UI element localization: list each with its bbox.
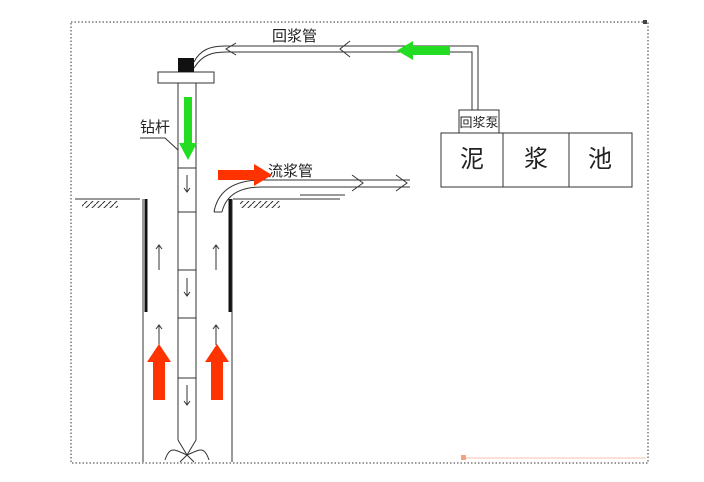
ground-left xyxy=(75,198,140,208)
green-arrow-down xyxy=(179,97,197,160)
mud-pool-char-1: 泥 xyxy=(460,145,484,173)
return-pump: 回浆泵 xyxy=(458,109,500,134)
mud-pool-char-2: 浆 xyxy=(524,145,548,173)
drill-bit xyxy=(164,449,210,463)
red-arrow-outflow xyxy=(218,164,272,186)
frame-border xyxy=(70,21,649,464)
mud-pool-char-3: 池 xyxy=(588,145,612,173)
orange-marker xyxy=(461,455,466,460)
corner-marker xyxy=(643,20,647,24)
drill-rod xyxy=(157,58,215,463)
annulus-flow-arrows xyxy=(155,244,220,345)
ground-right xyxy=(233,198,340,208)
drill-rod-leader xyxy=(140,137,179,151)
return-pump-label: 回浆泵 xyxy=(459,116,498,131)
red-arrow-up-right xyxy=(205,344,229,400)
swivel-head xyxy=(178,58,194,72)
return-pipe xyxy=(193,40,479,110)
outflow-pipe-label: 流浆管 xyxy=(268,162,313,180)
rod-flow-arrows xyxy=(183,175,191,406)
return-pipe-label: 回浆管 xyxy=(272,27,317,45)
mud-pool: 泥 浆 池 xyxy=(440,132,633,188)
borehole xyxy=(142,199,233,462)
green-arrow-return xyxy=(397,41,450,60)
red-arrow-up-left xyxy=(147,344,171,400)
drill-rod-label: 钻杆 xyxy=(140,118,170,136)
